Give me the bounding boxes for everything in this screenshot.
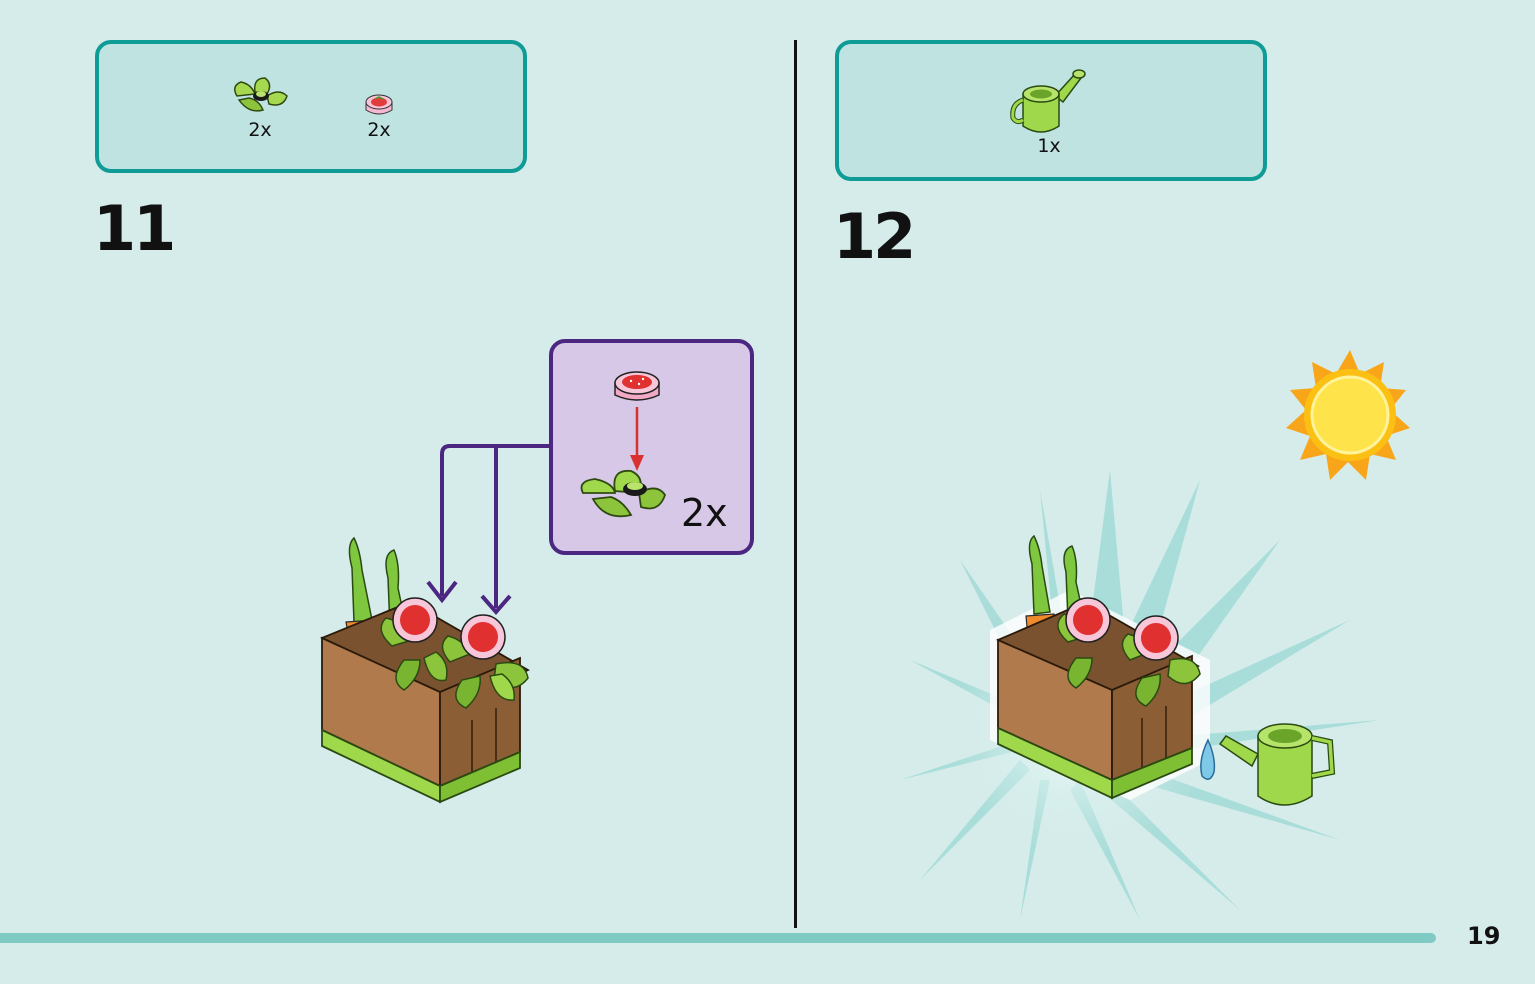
parts-list-step-11: 2x 2x <box>95 40 527 173</box>
sun-icon <box>1286 350 1410 480</box>
step-number: 12 <box>833 200 916 273</box>
sub-assembly-callout: 2x <box>549 339 754 555</box>
sub-assembly-illustration <box>580 371 666 518</box>
step-number: 11 <box>93 192 176 265</box>
page-divider <box>794 40 797 928</box>
water-drop-icon <box>1200 738 1216 780</box>
page-number: 19 <box>1467 922 1501 950</box>
watering-can-model-icon <box>1218 723 1336 806</box>
parts-list-step-12: 1x <box>835 40 1267 181</box>
watering-can-icon <box>1010 69 1086 133</box>
strawberry-tile-icon <box>365 94 393 115</box>
part-watering-can: 1x <box>1007 60 1091 156</box>
callout-quantity: 2x <box>681 491 728 535</box>
part-quantity: 2x <box>248 119 272 141</box>
part-leaf-plate: 2x <box>227 74 293 140</box>
leaf-plate-icon <box>234 77 288 112</box>
part-quantity: 2x <box>367 119 391 141</box>
part-quantity: 1x <box>1037 135 1061 157</box>
page-footer-bar <box>0 933 1436 943</box>
part-strawberry-tile: 2x <box>361 90 397 140</box>
step-11-model-illustration <box>320 444 549 804</box>
step-12-model-illustration <box>900 350 1410 920</box>
